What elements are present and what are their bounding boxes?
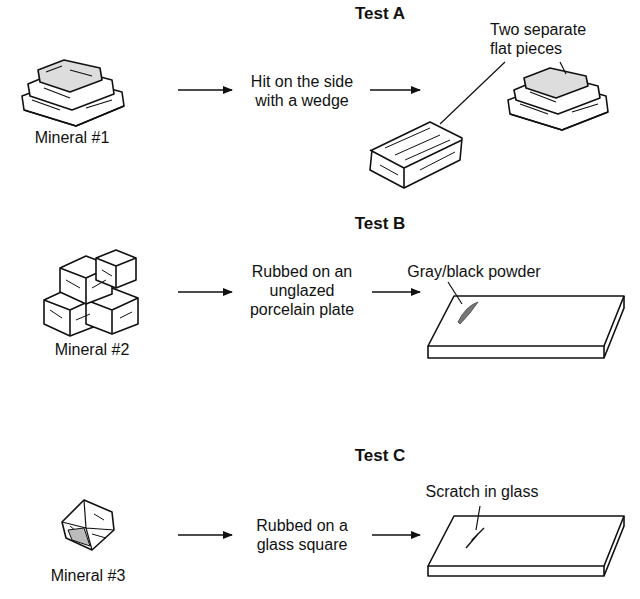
mineral-label: Mineral #1: [17, 128, 127, 147]
remaining-stack: [508, 68, 608, 130]
step-text: Rubbed on an unglazed porcelain plate: [240, 262, 365, 319]
mineral-label: Mineral #3: [33, 566, 143, 585]
arrow: [178, 89, 232, 91]
result-label: Two separate flat pieces: [490, 20, 600, 58]
mineral-three: [62, 500, 114, 550]
mineral-two: [44, 250, 138, 336]
arrow: [372, 534, 420, 536]
step-text: Rubbed on a glass square: [240, 516, 365, 554]
arrow: [372, 291, 420, 293]
porcelain-plate: [428, 296, 624, 358]
flat-piece: [370, 122, 462, 188]
test-heading: Test B: [320, 214, 440, 233]
arrow: [178, 291, 232, 293]
result-label: Scratch in glass: [407, 482, 557, 501]
result-label: Gray/black powder: [399, 262, 549, 281]
test-heading: Test A: [320, 4, 440, 23]
arrow: [178, 534, 232, 536]
test-heading: Test C: [320, 446, 440, 465]
mineral-one: [22, 60, 124, 126]
step-text: Hit on the side with a wedge: [237, 72, 367, 110]
glass-square: [428, 516, 624, 576]
mineral-label: Mineral #2: [37, 340, 147, 359]
arrow: [370, 89, 420, 91]
